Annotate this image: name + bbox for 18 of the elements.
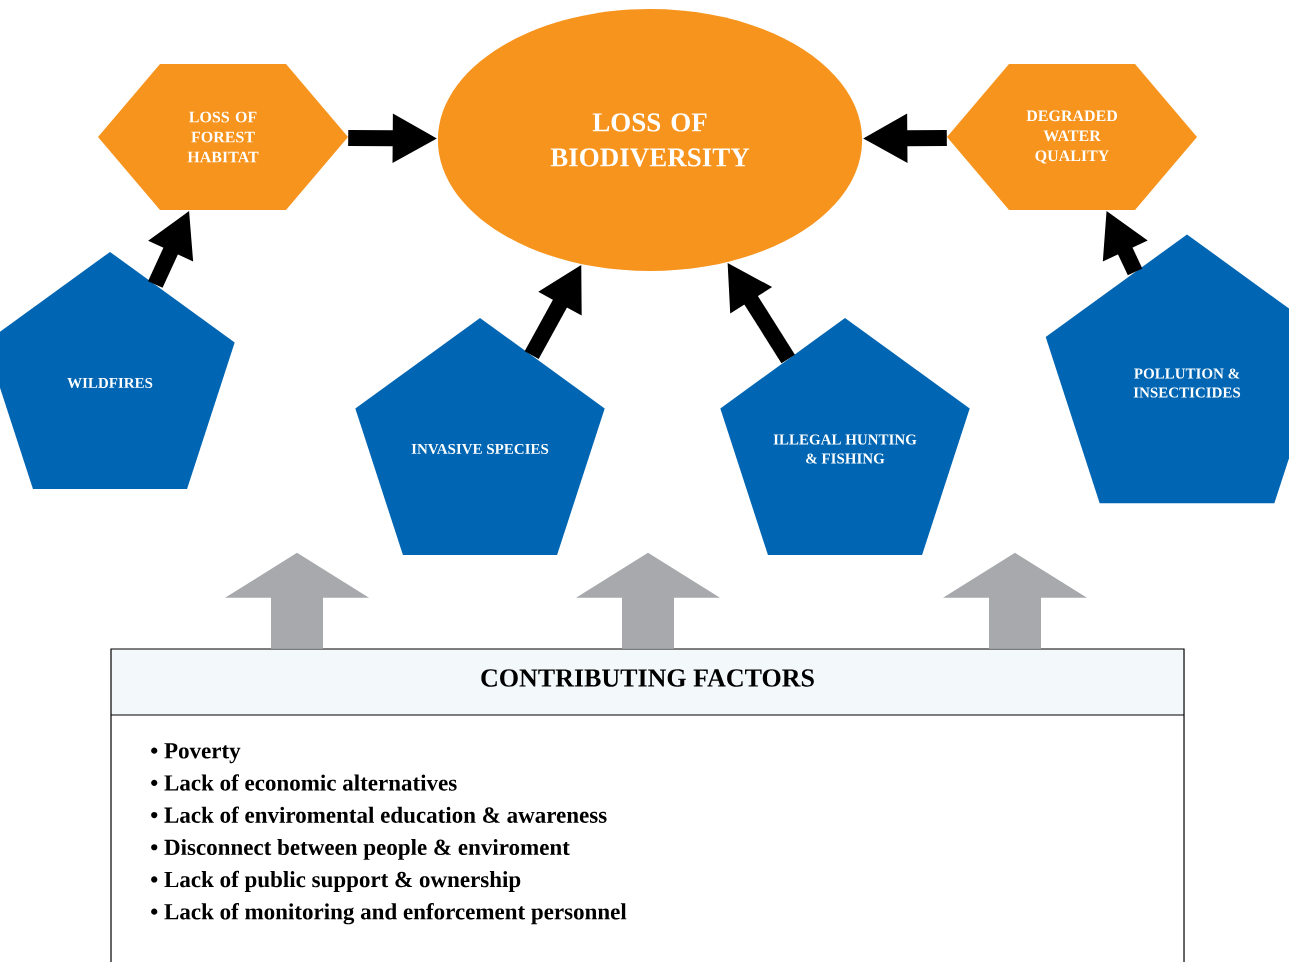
pentagon-box: INVASIVE SPECIES — [355, 317, 605, 556]
node-label: • Disconnect between people & enviroment — [151, 838, 570, 860]
bullet-list: • Poverty • Lack of economic alternatives • Lack of enviromental education & awareness • Disconnect between people & enviroment • Lack of public support & ownership • Lack of monitoring and enforcement personnel — [151, 743, 627, 925]
node-label: • Lack of monitoring and enforcement personnel — [151, 903, 627, 925]
pentagon-box: ILLEGAL HUNTING & FISHING — [720, 317, 970, 556]
block-arrow — [943, 552, 1087, 649]
pentagon-box: POLLUTION & INSECTICIDES — [1045, 234, 1289, 504]
heading: CONTRIBUTING FACTORS — [481, 669, 814, 687]
block-arrow — [225, 552, 369, 649]
node-label: • Lack of economic alternatives — [151, 774, 457, 791]
node-label: • Lack of enviromental education & awareness — [151, 806, 607, 823]
hexagon-box: LOSS OF FOREST HABITAT — [98, 64, 348, 210]
block-arrow — [576, 552, 720, 649]
node-label: • Lack of public support & ownership — [151, 870, 521, 892]
hexagon-box: DEGRADED WATER QUALITY — [947, 64, 1197, 210]
pentagon-box: WILDFIRES — [0, 251, 235, 490]
ellipse-node: LOSS OF BIODIVERSITY — [437, 9, 863, 271]
node-label: • Poverty — [151, 743, 241, 764]
